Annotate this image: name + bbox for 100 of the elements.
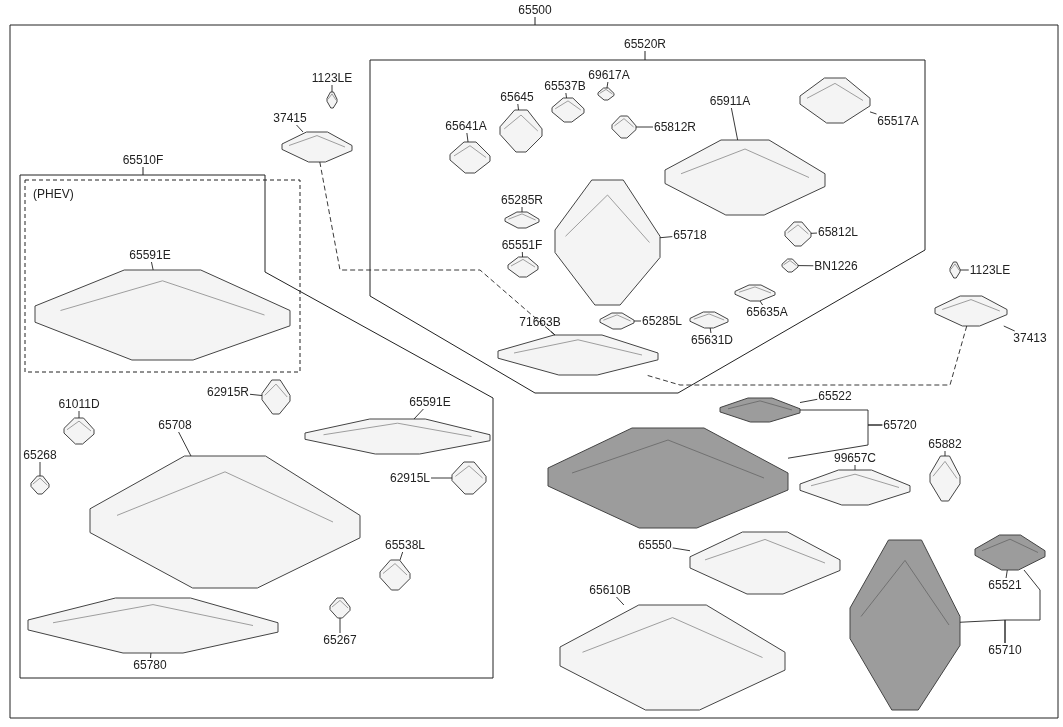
part-drawing bbox=[800, 470, 910, 505]
leader-line bbox=[521, 251, 523, 258]
group-part-number: 65510F bbox=[121, 153, 165, 167]
part-drawing bbox=[28, 598, 278, 653]
leader-line bbox=[854, 464, 856, 471]
part-drawing bbox=[800, 78, 870, 123]
part-drawing bbox=[305, 419, 490, 454]
part-number: 65635A bbox=[745, 305, 789, 319]
leader-line bbox=[1003, 325, 1016, 332]
part-number: 65610B bbox=[588, 583, 632, 597]
part-number: 65550 bbox=[637, 538, 673, 552]
leader-line bbox=[249, 393, 263, 396]
part-number: 69617A bbox=[587, 68, 631, 82]
part-drawing bbox=[548, 428, 788, 528]
leader-line bbox=[810, 232, 818, 234]
part-drawing bbox=[935, 296, 1007, 326]
part-drawing bbox=[330, 598, 350, 618]
part-drawing bbox=[850, 540, 960, 710]
leader-line bbox=[799, 409, 883, 426]
leader-line bbox=[521, 206, 523, 213]
part-number: 65268 bbox=[22, 448, 58, 462]
leader-line bbox=[659, 236, 673, 239]
part-number: 65718 bbox=[672, 228, 708, 242]
leader-line bbox=[709, 327, 712, 334]
part-number: BN1226 bbox=[813, 259, 859, 273]
part-number: 62915R bbox=[206, 385, 250, 399]
part-number: 65538L bbox=[384, 538, 426, 552]
leader-line bbox=[616, 596, 625, 606]
leader-line bbox=[759, 300, 764, 306]
leader-line bbox=[430, 477, 453, 479]
part-drawing bbox=[782, 259, 798, 272]
leader-line bbox=[672, 547, 691, 552]
leader-line bbox=[339, 617, 341, 634]
assembly-line bbox=[319, 161, 556, 336]
part-drawing bbox=[262, 380, 290, 414]
part-number: 61011D bbox=[57, 397, 101, 411]
part-drawing bbox=[552, 98, 584, 122]
part-number: 1123LE bbox=[310, 71, 354, 85]
part-drawing bbox=[64, 418, 94, 444]
part-drawing bbox=[690, 312, 728, 328]
part-number: 99657C bbox=[833, 451, 877, 465]
part-drawing bbox=[612, 116, 636, 138]
part-drawing bbox=[930, 456, 960, 501]
part-drawing bbox=[560, 605, 785, 710]
leader-line bbox=[797, 265, 814, 267]
leader-line bbox=[178, 431, 192, 457]
leader-line bbox=[799, 398, 818, 403]
leader-line bbox=[517, 103, 519, 111]
group-part-number: 65500 bbox=[517, 3, 553, 17]
leader-line bbox=[151, 261, 154, 271]
part-drawing bbox=[600, 313, 634, 329]
leader-line bbox=[39, 461, 41, 477]
leader-line bbox=[565, 92, 567, 99]
part-drawing bbox=[508, 257, 538, 277]
part-number: 1123LE bbox=[968, 263, 1012, 277]
leader-line bbox=[399, 551, 404, 561]
leader-line bbox=[78, 410, 80, 419]
part-drawing bbox=[785, 222, 811, 246]
assembly-line bbox=[645, 325, 968, 386]
leader-line bbox=[1005, 569, 1008, 579]
part-drawing bbox=[735, 285, 775, 301]
part-number: 65285R bbox=[500, 193, 544, 207]
part-number: 65285L bbox=[641, 314, 683, 328]
part-number: 62915L bbox=[389, 471, 431, 485]
leader-line bbox=[150, 652, 152, 659]
leader-line bbox=[413, 408, 424, 420]
part-drawing bbox=[327, 92, 337, 108]
part-drawing bbox=[452, 462, 486, 494]
part-drawing bbox=[720, 398, 800, 422]
part-number: 71663B bbox=[518, 315, 562, 329]
part-number: 65521 bbox=[987, 578, 1023, 592]
part-drawing bbox=[690, 532, 840, 594]
part-drawing bbox=[975, 535, 1045, 570]
leader-line bbox=[730, 107, 739, 141]
leader-line bbox=[296, 124, 304, 133]
part-number: 65267 bbox=[322, 633, 358, 647]
part-drawing bbox=[950, 262, 960, 278]
part-drawing bbox=[282, 132, 352, 162]
part-number: 65708 bbox=[157, 418, 193, 432]
part-number: 65911A bbox=[708, 94, 752, 108]
group-part-number: 65520R bbox=[623, 37, 667, 51]
part-number: 65537B bbox=[543, 79, 587, 93]
part-drawing bbox=[555, 180, 660, 305]
part-number: 65641A bbox=[444, 119, 488, 133]
part-drawing bbox=[500, 110, 542, 152]
part-number: 65882 bbox=[927, 437, 963, 451]
part-number: 65551F bbox=[500, 238, 544, 252]
part-drawing bbox=[31, 476, 49, 494]
leader-line bbox=[331, 84, 333, 93]
part-number: 65710 bbox=[987, 643, 1023, 657]
part-number: 65812L bbox=[817, 225, 859, 239]
part-number: 65645 bbox=[499, 90, 535, 104]
part-number: 65812R bbox=[653, 120, 697, 134]
part-drawing bbox=[90, 456, 360, 588]
part-drawing bbox=[380, 560, 410, 590]
leader-line bbox=[466, 132, 469, 143]
part-number: 37413 bbox=[1012, 331, 1048, 345]
leader-line bbox=[633, 320, 642, 322]
part-number: 65591E bbox=[408, 395, 452, 409]
part-drawing bbox=[35, 270, 290, 360]
